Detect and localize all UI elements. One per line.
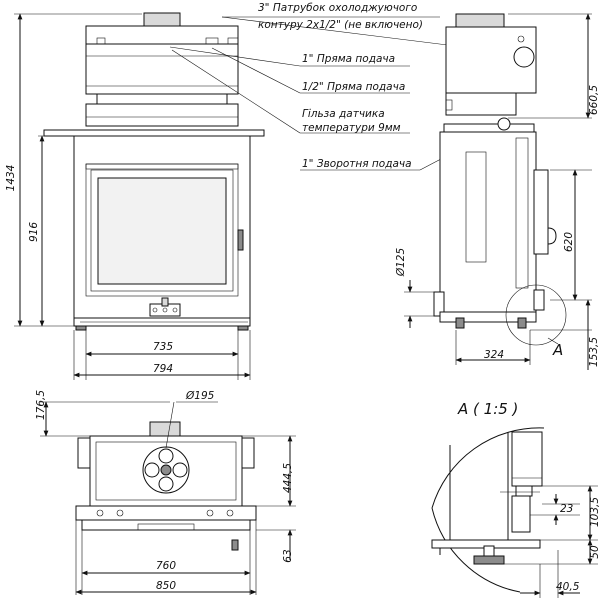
callout-return-1in: 1" Зворотня подача [302,158,412,170]
callout-supply-half-in: 1/2" Пряма подача [302,81,405,93]
front-view [43,12,265,331]
detail-view [431,427,545,593]
side-height-middle: 620 [563,232,575,252]
detail-dim-50: 50 [589,545,600,559]
side-height-top: 660,5 [588,85,600,115]
detail-dim-23: 23 [560,503,573,515]
top-offset-back: 176,5 [35,390,47,420]
front-width-outer: 794 [153,363,173,375]
front-view-dimensions [14,13,251,380]
detail-view-dimensions [504,485,598,598]
detail-dim-103-5: 103,5 [589,497,600,527]
side-view [433,13,567,346]
top-flue-diameter: Ø195 [185,390,215,402]
side-depth: 324 [484,349,504,361]
top-width-inner: 760 [156,560,176,572]
detail-marker: A [552,341,563,359]
side-diameter-outlet: Ø125 [395,248,407,278]
callout-sensor-sleeve: Гільза датчика [302,108,385,120]
front-width-inner: 735 [153,341,173,353]
detail-title: A ( 1:5 ) [457,400,518,418]
callout-sensor-sleeve-line2: температури 9мм [302,122,401,134]
top-depth-total: 444,5 [282,463,294,493]
side-height-bottom: 153,5 [588,337,600,367]
top-view [75,421,257,551]
front-height-body: 916 [28,222,40,242]
front-height-total: 1434 [5,165,17,192]
callout-supply-1in: 1" Пряма подача [302,53,395,65]
detail-dim-40-5: 40,5 [556,581,580,593]
callout-pipe-3in: 3" Патрубок охолоджуючого [258,2,417,14]
top-depth-front: 63 [282,549,294,562]
top-width-outer: 850 [156,580,176,592]
callout-pipe-3in-line2: контуру 2х1/2" (не включено) [258,19,423,31]
side-view-dimensions [404,13,592,370]
top-view-dimensions [40,401,296,595]
